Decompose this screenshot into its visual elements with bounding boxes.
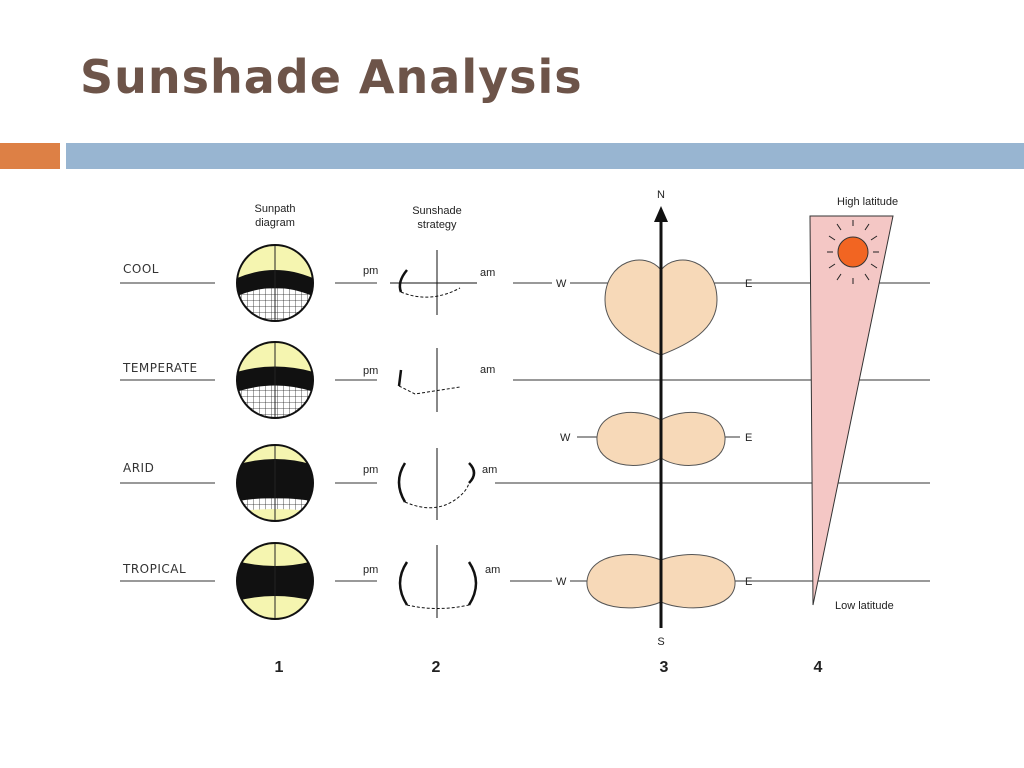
north-label: N — [657, 189, 665, 201]
row-label-cool: COOL — [123, 262, 159, 276]
col1-header-line2: diagram — [255, 217, 295, 229]
am-label-temperate: am — [480, 364, 495, 376]
am-label-tropical: am — [485, 564, 500, 576]
sunshade-strategy-cool: pm am — [363, 250, 495, 315]
col2-header-line2: strategy — [417, 219, 457, 231]
am-label-arid: am — [482, 464, 497, 476]
pm-label-cool: pm — [363, 265, 378, 277]
row-label-arid: ARID — [123, 461, 154, 475]
sunshade-strategy-temperate: pm am — [363, 348, 495, 412]
west-label-tropical: W — [556, 576, 567, 588]
col2-header-line1: Sunshade — [412, 205, 462, 217]
accent-bar-blue — [66, 143, 1024, 169]
pm-label-arid: pm — [363, 464, 378, 476]
row-lines — [120, 282, 930, 582]
am-label-cool: am — [480, 267, 495, 279]
high-latitude-label: High latitude — [837, 196, 898, 208]
pm-label-tropical: pm — [363, 564, 378, 576]
latitude-wedge — [809, 215, 894, 606]
west-label-arid: W — [560, 432, 571, 444]
row-label-tropical: TROPICAL — [122, 562, 186, 576]
south-label: S — [657, 636, 664, 648]
sunshade-strategy-arid: pm am — [363, 448, 497, 520]
slide-title: Sunshade Analysis — [80, 50, 583, 104]
sunpath-globe-tropical — [236, 542, 314, 620]
row-label-temperate: TEMPERATE — [122, 361, 198, 375]
column-number-3: 3 — [660, 659, 669, 676]
sunpath-globe-arid — [236, 444, 314, 522]
west-label-cool: W — [556, 278, 567, 290]
column-number-1: 1 — [275, 659, 284, 676]
north-arrow-icon — [654, 206, 668, 222]
east-label-tropical: E — [745, 576, 752, 588]
accent-bar-orange — [0, 143, 60, 169]
low-latitude-label: Low latitude — [835, 600, 894, 612]
col1-header-line1: Sunpath — [255, 203, 296, 215]
north-south-axis — [654, 206, 668, 628]
column-number-2: 2 — [432, 659, 441, 676]
east-label-arid: E — [745, 432, 752, 444]
column-number-4: 4 — [814, 659, 823, 676]
sunshade-strategy-tropical: pm am — [363, 545, 500, 618]
pm-label-temperate: pm — [363, 365, 378, 377]
sunshade-diagram: Sunpath diagram Sunshade strategy COOL T… — [120, 189, 930, 676]
east-label-cool: E — [745, 278, 752, 290]
sunpath-globe-cool — [236, 244, 314, 322]
sunpath-globe-temperate — [236, 341, 314, 419]
sun-icon — [827, 220, 879, 284]
